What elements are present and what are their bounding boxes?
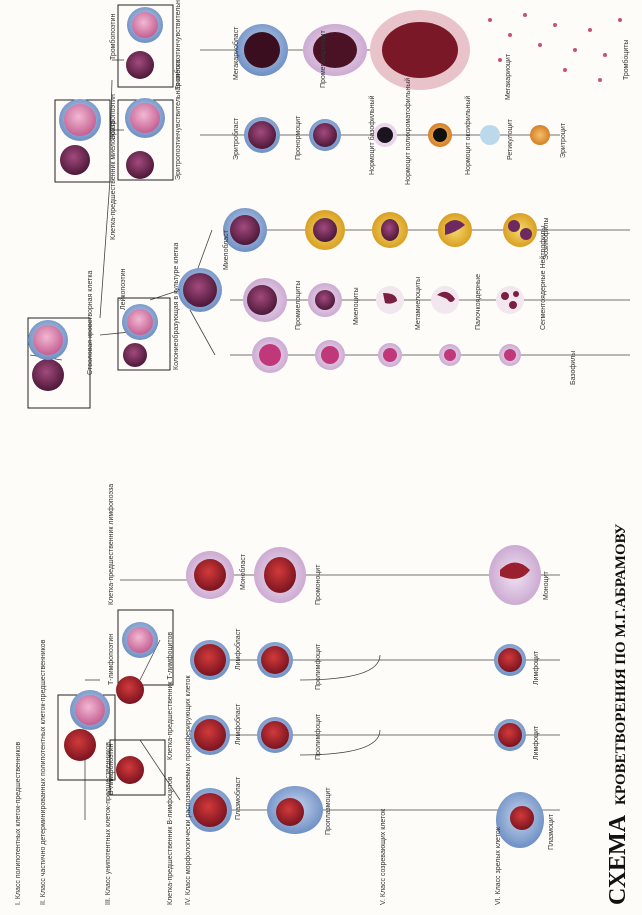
- title-rest: КРОВЕТВОРЕНИЯ ПО М.Г.АБРАМОВУ: [613, 524, 629, 805]
- label-myelo-precursor: Клетка-предшественник миелопоэза: [110, 121, 117, 240]
- label-promyelocytes: Промиелоциты: [295, 281, 302, 330]
- label-thrombopoietin: Тромбопоэтин: [109, 13, 117, 60]
- label-plasmablast: Плазмобласт: [234, 776, 242, 820]
- label-erythroblast: Эритробласт: [232, 117, 240, 160]
- label-t-prolymph: Пролимфоцит: [315, 643, 322, 690]
- label-b-prolymph: Пролимфоцит: [315, 713, 322, 760]
- label-eosinophils: Эозинофилы: [543, 217, 550, 260]
- myelo-labels: Стволовая кроветворная клетка Колониеобр…: [87, 0, 630, 385]
- label-leukopoietin: Лейкопоэтин: [119, 268, 127, 310]
- label-promonocyte: Промоноцит: [315, 564, 322, 605]
- label-monoblast: Монобласт: [239, 553, 247, 590]
- stage-label-6: VI. Класс зрелых клеток: [495, 826, 502, 905]
- label-segmented: Сегментоядерные Нейтрофилы: [539, 226, 547, 330]
- stage-label-2: II. Класс частично детерминированных пол…: [40, 639, 47, 905]
- label-cfu: Колониеобразующая в культуре клетка: [172, 242, 180, 370]
- label-normo-oxy: Нормоцит оксифильный: [464, 96, 472, 175]
- stem-cells: [28, 7, 222, 391]
- label-metamyelocytes: Метамиелоциты: [415, 277, 422, 330]
- label-band: Палочкоядерные: [475, 274, 482, 330]
- label-plasmocyte: Плазмоцит: [548, 813, 555, 850]
- label-megakaryoblast: Мегакариобласт: [232, 26, 240, 80]
- label-t-precursor: Клетка-предшественник Т-лимфоцитов: [167, 632, 174, 760]
- label-b-precursor: Клетка-предшественник В-лимфоцитов: [167, 776, 174, 905]
- label-platelets: Тромбоциты: [622, 40, 630, 80]
- label-myeloblast: Миелобласт: [222, 229, 230, 270]
- label-b-lymph: Лимфоцит: [533, 725, 540, 760]
- label-b-lymphoblast: Лимфобласт: [234, 703, 242, 745]
- label-monocyte: Моноцит: [543, 571, 550, 600]
- erythro-mega-rows: [236, 10, 622, 153]
- title-group: СХЕМА КРОВЕТВОРЕНИЯ ПО М.Г.АБРАМОВУ: [605, 524, 631, 905]
- label-normo-baso: Нормоцит базофильный: [368, 95, 376, 175]
- lymph-mono-rows: [64, 545, 544, 848]
- label-t-lymph: Лимфоцит: [533, 650, 540, 685]
- label-myelocytes: Миелоциты: [353, 287, 360, 325]
- label-lymph-stem: Клетка-предшественник лимфопоэза: [108, 484, 115, 605]
- label-erythropoietin: Эритропоэтин: [110, 94, 117, 140]
- stage-label-3: III. Класс унипотентных клеток-предшеств…: [105, 742, 112, 905]
- granulocyte-rows: [223, 208, 537, 373]
- stage-label-5: V. Класс созревающих клеток: [380, 808, 387, 905]
- stage-label-4: IV. Класс морфологически распознаваемых …: [185, 675, 192, 905]
- label-erythrocyte: Эритроцит: [560, 122, 567, 158]
- label-basophils: Базофилы: [570, 351, 577, 385]
- label-b-poietin: В-лимфопоэтин: [108, 743, 115, 795]
- label-promegakaryocyte: Промегакариоцит: [320, 29, 327, 88]
- title-main: СХЕМА: [605, 814, 631, 905]
- label-t-poietin: Т-лимфопоэтин: [108, 634, 115, 685]
- label-pronormocyte: Пронормоцит: [295, 115, 302, 160]
- label-proplasmocyte: Проплазмоцит: [325, 787, 332, 835]
- stage-labels: I. Класс полипотентных клеток-предшестве…: [15, 639, 502, 905]
- label-stem: Стволовая кроветворная клетка: [87, 270, 94, 375]
- label-reticulocyte: Ретикулоцит: [507, 118, 514, 160]
- lymph-labels: Клетка-предшественник лимфопоэза В-лимфо…: [108, 484, 555, 905]
- stage-label-1: I. Класс полипотентных клеток-предшестве…: [15, 741, 22, 905]
- label-t-lymphoblast: Лимфобласт: [234, 628, 242, 670]
- label-ery-sensitive: Эритропоэтинчувствительная клетка: [175, 60, 182, 180]
- label-thrombo-sensitive: Тромбопоэтинчувствительная клетка: [174, 0, 182, 90]
- connector-lines: [29, 49, 630, 820]
- label-megakaryocyte: Мегакариоцит: [505, 53, 512, 100]
- label-normo-poly: Нормоцит полихроматофильный: [404, 78, 412, 185]
